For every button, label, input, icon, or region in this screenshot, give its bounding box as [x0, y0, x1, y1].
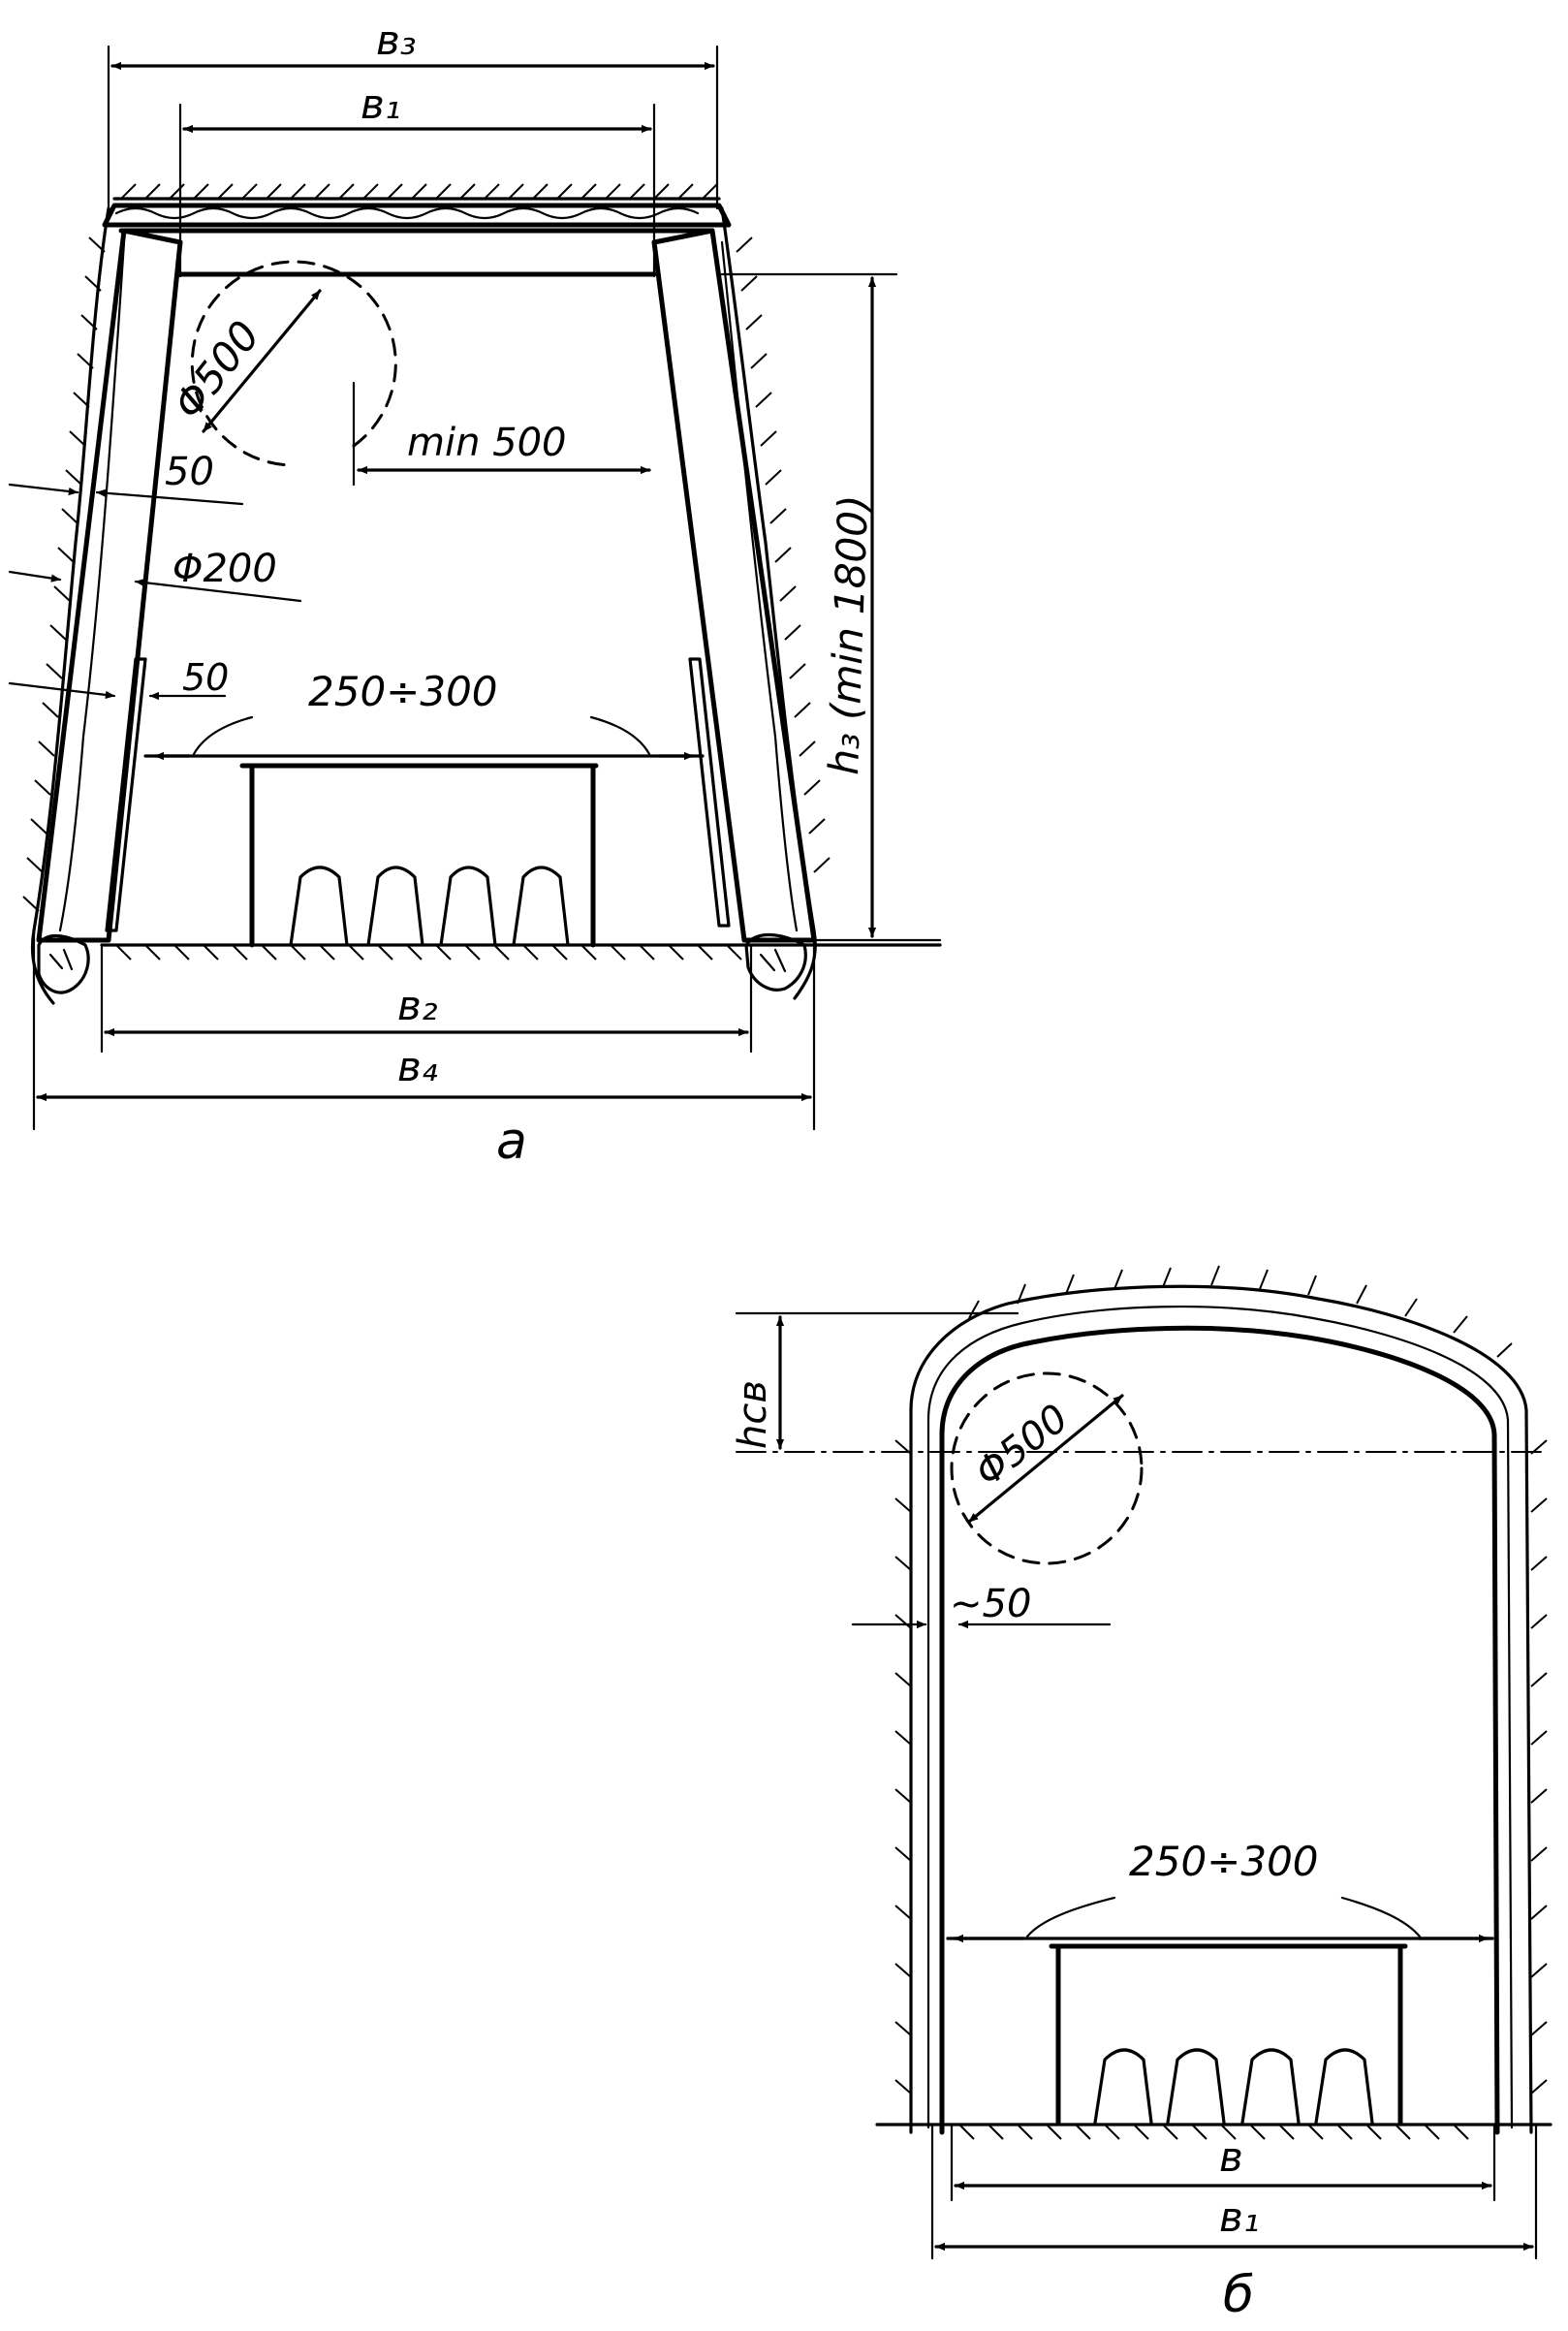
dim-b1: в₁ [178, 80, 656, 278]
label-min500: min 500 [407, 421, 567, 465]
dim-50-bottom: 50 [8, 656, 731, 932]
dim-50-top: 50 [8, 450, 244, 506]
figure-a-trapezoid-drift: в₃ в₁ [8, 16, 942, 1171]
floor-line [100, 943, 942, 961]
label-b3: в₃ [376, 16, 417, 64]
floor-line-b [875, 2123, 1552, 2140]
dim-hsv: hсв [731, 1311, 1019, 1450]
dim-b3: в₃ [107, 16, 719, 210]
clearance-circle-b: Φ500 [950, 1371, 1144, 1565]
dim-50-b: ~50 [851, 1582, 1112, 1629]
label-gap-a: 250÷300 [308, 668, 498, 715]
dim-min500: min 500 [352, 381, 651, 487]
caption-a: а [496, 1113, 527, 1171]
dim-b1-b: в₁ [930, 2123, 1538, 2260]
label-50-b: ~50 [950, 1582, 1031, 1626]
label-b4: в₄ [397, 1043, 438, 1090]
label-b: в [1219, 2133, 1243, 2181]
dim-gap-b: 250÷300 [946, 1838, 1494, 1943]
label-hsv: hсв [731, 1380, 775, 1449]
clearance-circle: Φ500 [164, 260, 397, 467]
caption-b: б [1223, 2266, 1254, 2324]
label-b1-b: в₁ [1219, 2193, 1260, 2241]
label-50-bottom: 50 [182, 656, 229, 699]
label-b1: в₁ [361, 80, 401, 128]
label-gap-b: 250÷300 [1129, 1838, 1319, 1885]
mine-car-b [1049, 1943, 1408, 2126]
label-50-top: 50 [165, 450, 214, 494]
label-h3: h₃ (min 1800) [820, 494, 877, 776]
roof-rock-hatching [112, 183, 721, 220]
dim-b: в [950, 2123, 1496, 2202]
dim-b4: в₄ [32, 929, 816, 1131]
dim-b2: в₂ [100, 943, 753, 1054]
dim-gap-a: 250÷300 [143, 668, 705, 761]
dim-phi200: Φ200 [8, 547, 302, 603]
figure-b-arched-drift: hсв Φ500 ~50 250÷300 [731, 1265, 1552, 2324]
arch-lining [939, 1325, 1500, 2135]
label-phi200: Φ200 [172, 547, 277, 591]
dim-h3: h₃ (min 1800) [720, 272, 942, 942]
left-post [22, 206, 183, 1005]
label-b2: в₂ [397, 982, 438, 1029]
arch-rock-outline [894, 1265, 1548, 2134]
right-post [651, 206, 831, 1000]
mine-car-a [239, 763, 599, 948]
